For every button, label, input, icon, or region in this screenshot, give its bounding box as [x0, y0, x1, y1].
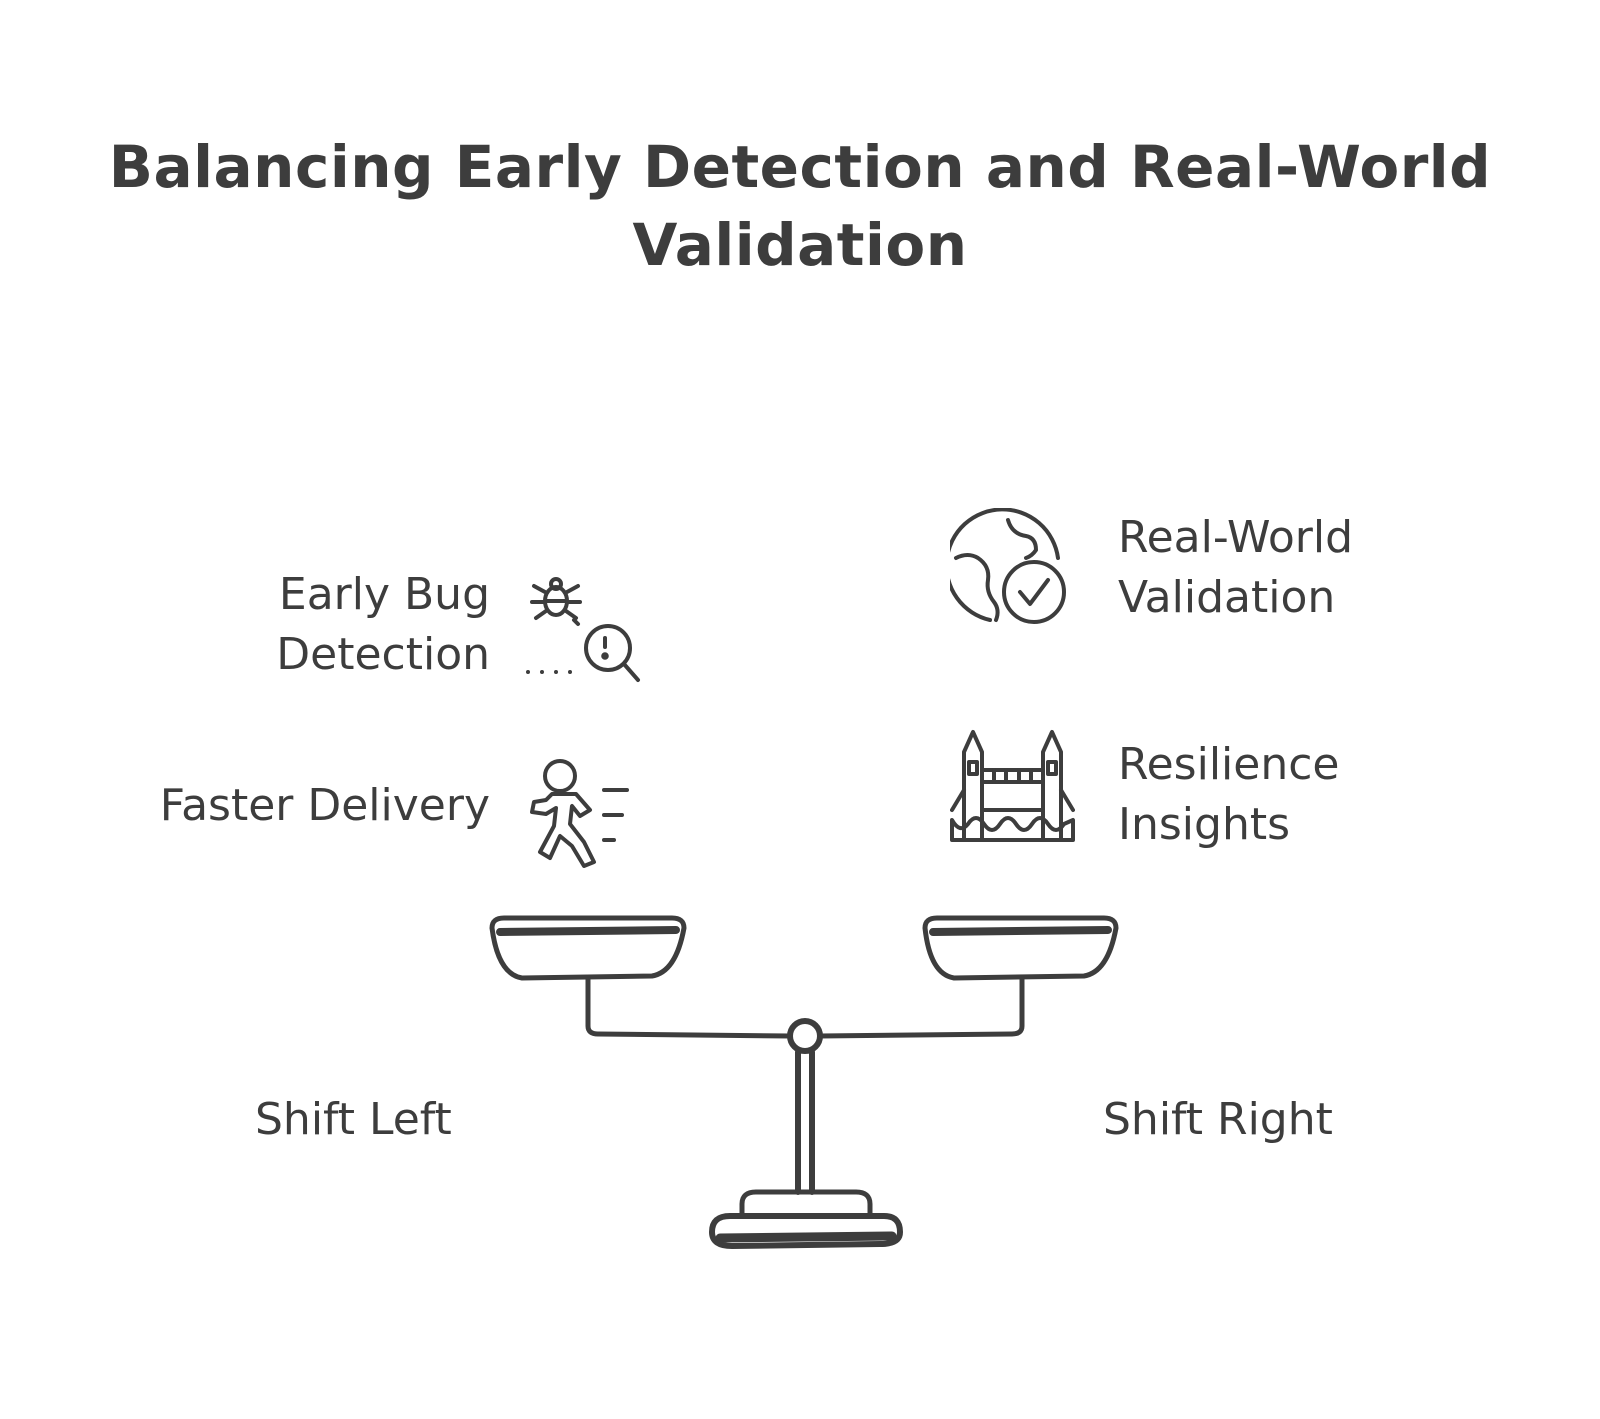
resilience-insights-line2: Insights: [1118, 799, 1291, 850]
real-world-validation-line1: Real-World: [1118, 512, 1354, 563]
globe-check-icon: [950, 508, 1075, 633]
early-bug-detection-label: Early Bug Detection: [150, 565, 490, 685]
shift-left-label: Shift Left: [255, 1094, 452, 1145]
faster-delivery-line1: Faster Delivery: [159, 780, 490, 831]
faster-delivery-label: Faster Delivery: [60, 776, 490, 836]
early-bug-detection-line1: Early Bug: [278, 569, 490, 620]
scale-base-top: [739, 1189, 873, 1219]
real-world-validation-line2: Validation: [1118, 572, 1336, 623]
scale-base: [709, 1213, 903, 1249]
bug-magnifier-icon: [520, 570, 650, 695]
right-hanger: [817, 975, 1025, 1039]
right-pan: [922, 915, 1119, 981]
running-person-icon: [522, 758, 647, 883]
diagram-title: Balancing Early Detection and Real-World…: [108, 133, 1492, 279]
shift-right-label: Shift Right: [1103, 1094, 1333, 1145]
pivot: [787, 1018, 823, 1054]
real-world-validation-label: Real-World Validation: [1118, 508, 1518, 628]
early-bug-detection-line2: Detection: [276, 629, 490, 680]
bridge-icon: [950, 728, 1075, 853]
left-pan: [489, 915, 687, 981]
resilience-insights-label: Resilience Insights: [1118, 735, 1518, 855]
resilience-insights-line1: Resilience: [1118, 739, 1340, 790]
left-hanger: [585, 975, 793, 1039]
